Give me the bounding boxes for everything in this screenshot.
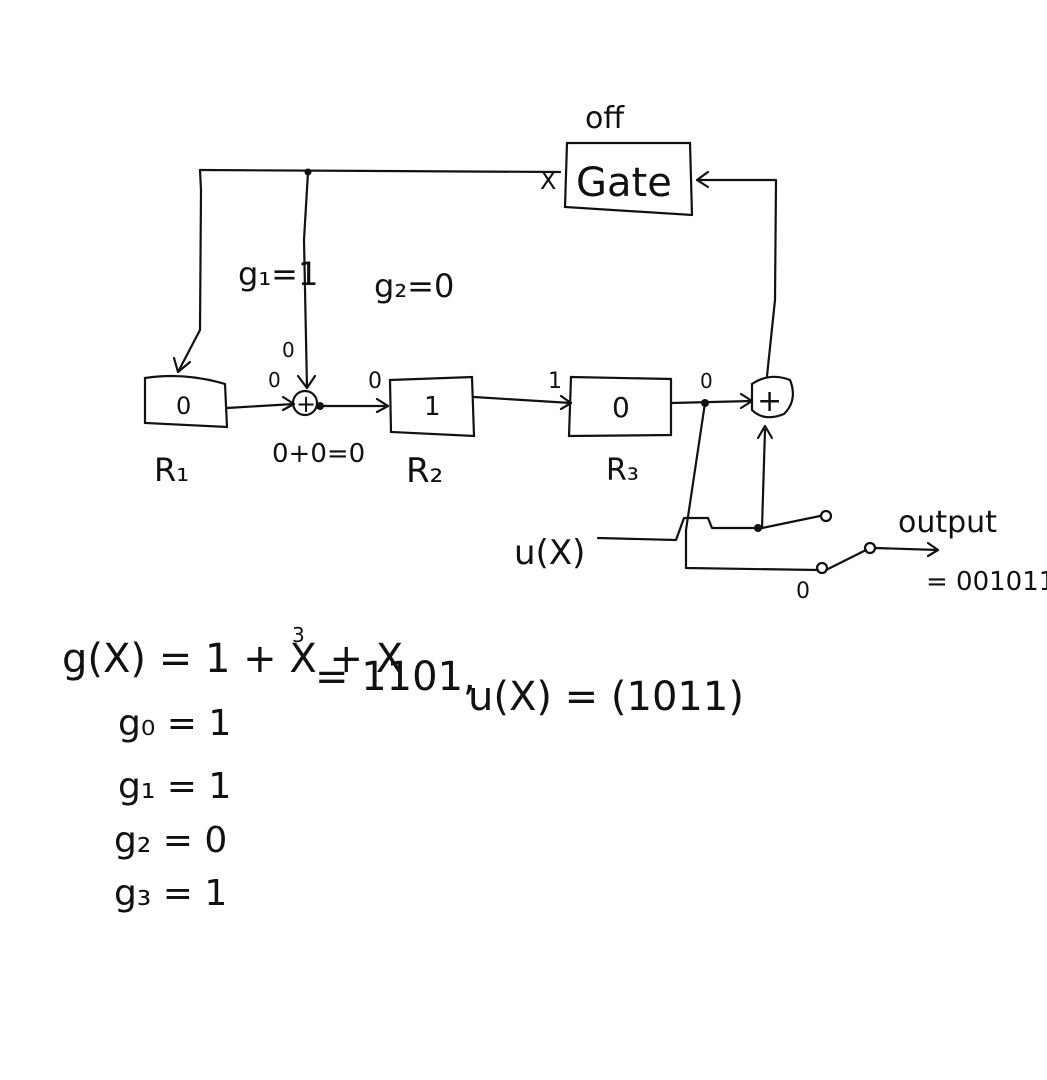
input-label: u(X) <box>514 533 585 573</box>
adder1-sum-note: 0+0=0 <box>272 439 365 469</box>
output-wire <box>873 546 940 552</box>
adder1-circle <box>291 389 319 417</box>
generator-polynomial: g(X) = 1 + X + X <box>62 636 403 682</box>
adder1-output-value: 0 <box>368 369 382 394</box>
register-r3-name: R₃ <box>606 453 639 488</box>
feedback-left-wire <box>176 168 203 374</box>
coefficient-g3: g₃ = 1 <box>114 873 227 914</box>
output-value: = 001011 <box>926 567 1047 597</box>
switch-upper-contact <box>819 509 833 523</box>
gate-in-arrowhead <box>695 170 710 189</box>
adder2-input-arrowhead <box>756 424 774 440</box>
g1-tap-arrowhead <box>296 374 317 390</box>
r2-output-value: 1 <box>548 369 562 394</box>
register-r1-value: 0 <box>176 392 191 420</box>
gate-label: Gate <box>576 160 672 206</box>
adder2-input-from-u-wire <box>760 428 767 530</box>
feedback-left-arrowhead <box>172 356 192 374</box>
adder1-left-input-value: 0 <box>268 368 281 392</box>
r3-to-switch-lower-wire <box>684 401 820 572</box>
adder1-symbol: + <box>296 390 316 418</box>
adder2-circle <box>750 375 795 419</box>
register-r1-name: R₁ <box>154 451 189 489</box>
register-r3-value: 0 <box>612 391 630 424</box>
gate-box <box>563 141 694 217</box>
r2-to-r3-wire <box>472 395 573 405</box>
register-r1-box <box>143 374 229 429</box>
input-junction-dot <box>754 524 762 532</box>
register-r2-value: 1 <box>424 392 441 422</box>
gate-state-label: off <box>585 101 625 136</box>
switch-lower-value: 0 <box>796 579 810 604</box>
switch-upper-wire <box>760 514 822 530</box>
feedback-top-wire <box>198 168 562 174</box>
output-arrowhead <box>926 541 940 558</box>
r1-to-adder1-wire <box>225 402 296 410</box>
generator-polynomial-binary: = 1101, <box>315 654 476 700</box>
coefficient-g2: g₂ = 0 <box>114 820 227 861</box>
register-r3-box <box>567 375 673 438</box>
g1-top-label: g₁=1 <box>238 255 318 293</box>
register-r2-name: R₂ <box>406 451 443 491</box>
generator-polynomial-exponent: 3 <box>292 623 305 647</box>
input-wire <box>596 516 764 542</box>
switch-lower-contact <box>815 561 829 575</box>
adder1-to-r2-arrowhead <box>375 397 390 414</box>
adder1-top-input-value: 0 <box>282 338 295 362</box>
coefficient-g0: g₀ = 1 <box>118 703 231 744</box>
g1-tap-wire <box>302 170 310 390</box>
adder2-symbol: + <box>757 384 782 419</box>
feedback-right-wire <box>695 178 778 378</box>
output-label: output <box>898 505 997 540</box>
g2-top-label: g₂=0 <box>374 267 454 305</box>
switch-pivot-contact <box>863 541 877 555</box>
r3-to-adder2-wire <box>669 399 754 405</box>
gate-cross-mark: X <box>540 167 556 195</box>
coefficient-g1: g₁ = 1 <box>118 766 231 807</box>
r3-output-value: 0 <box>700 369 713 393</box>
register-r2-box <box>388 375 476 438</box>
switch-arm <box>824 548 868 572</box>
message-polynomial: u(X) = (1011) <box>468 674 744 720</box>
